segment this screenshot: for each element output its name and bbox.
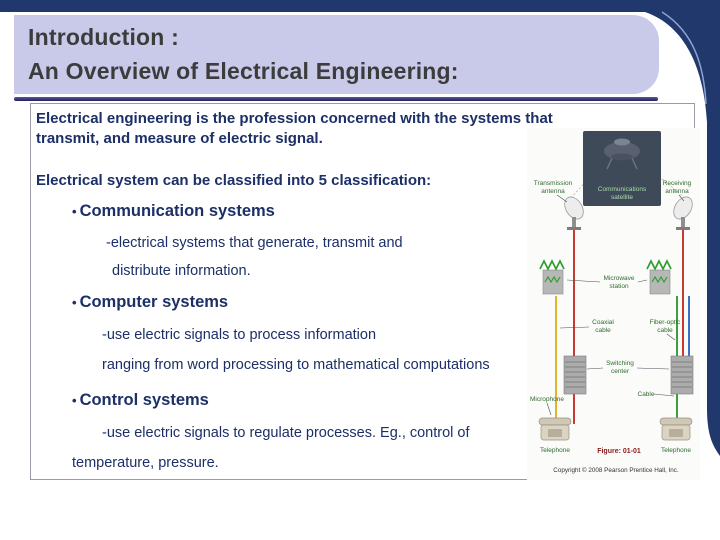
satellite-sky-panel: [583, 131, 661, 206]
leader-switching-left: [586, 367, 604, 370]
label-receiving-antenna-2: antenna: [665, 188, 689, 195]
label-telephone-right: Telephone: [661, 447, 691, 454]
label-microwave-station-2: station: [609, 283, 629, 290]
figure-caption: Figure: 01-01: [597, 448, 641, 455]
leader-coaxial-cable: [559, 326, 590, 329]
leader-cable: [653, 393, 675, 397]
label-microwave-station-1: Microwave: [603, 275, 634, 282]
switching-center-left-icon: [563, 355, 587, 395]
communications-satellite-icon: [604, 138, 640, 170]
communication-system-figure: Communications satellite Transmission an…: [527, 128, 700, 480]
label-fiber-optic-cable-2: cable: [657, 327, 673, 334]
label-coaxial-cable-2: cable: [595, 327, 611, 334]
label-fiber-optic-cable-1: Fiber-optic: [650, 319, 681, 326]
title-underline: [14, 97, 658, 101]
slide-title-line-1: Introduction :: [28, 24, 179, 50]
label-telephone-left: Telephone: [540, 447, 570, 454]
transmission-antenna-icon: [564, 196, 584, 230]
slide-title-line-2: An Overview of Electrical Engineering:: [28, 58, 459, 84]
label-switching-center-2: center: [611, 368, 630, 375]
microwave-station-right-icon: [646, 259, 672, 295]
label-transmission-antenna-2: antenna: [541, 188, 565, 195]
leader-microwave-left: [566, 279, 601, 283]
leader-fiber-optic-cable: [666, 333, 676, 341]
leader-transmission-antenna: [556, 194, 568, 203]
microwave-station-left-icon: [539, 259, 565, 295]
label-microphone: Microphone: [530, 396, 564, 403]
label-switching-center-1: Switching: [606, 360, 634, 367]
telephone-left-icon: [538, 417, 572, 441]
telephone-right-icon: [659, 417, 693, 441]
label-cable: Cable: [638, 391, 655, 398]
label-transmission-antenna-1: Transmission: [534, 180, 573, 187]
top-frame-bar: [0, 0, 720, 12]
right-frame-curve: [645, 12, 720, 456]
receiving-antenna-icon: [673, 196, 693, 230]
leader-receiving-antenna: [678, 194, 685, 202]
label-receiving-antenna-1: Receiving: [663, 180, 692, 187]
title-box: Introduction : An Overview of Electrical…: [14, 15, 659, 94]
label-communications-satellite-1: Communications: [598, 186, 647, 193]
switching-center-right-icon: [670, 355, 694, 395]
decorative-arc: [661, 11, 707, 105]
label-coaxial-cable-1: Coaxial: [592, 319, 614, 326]
leader-switching-right: [636, 367, 670, 370]
copyright-text: Copyright © 2008 Pearson Prentice Hall, …: [553, 466, 679, 474]
label-communications-satellite-2: satellite: [611, 194, 633, 201]
leader-microphone: [546, 402, 552, 416]
leader-microwave-right: [637, 279, 648, 283]
